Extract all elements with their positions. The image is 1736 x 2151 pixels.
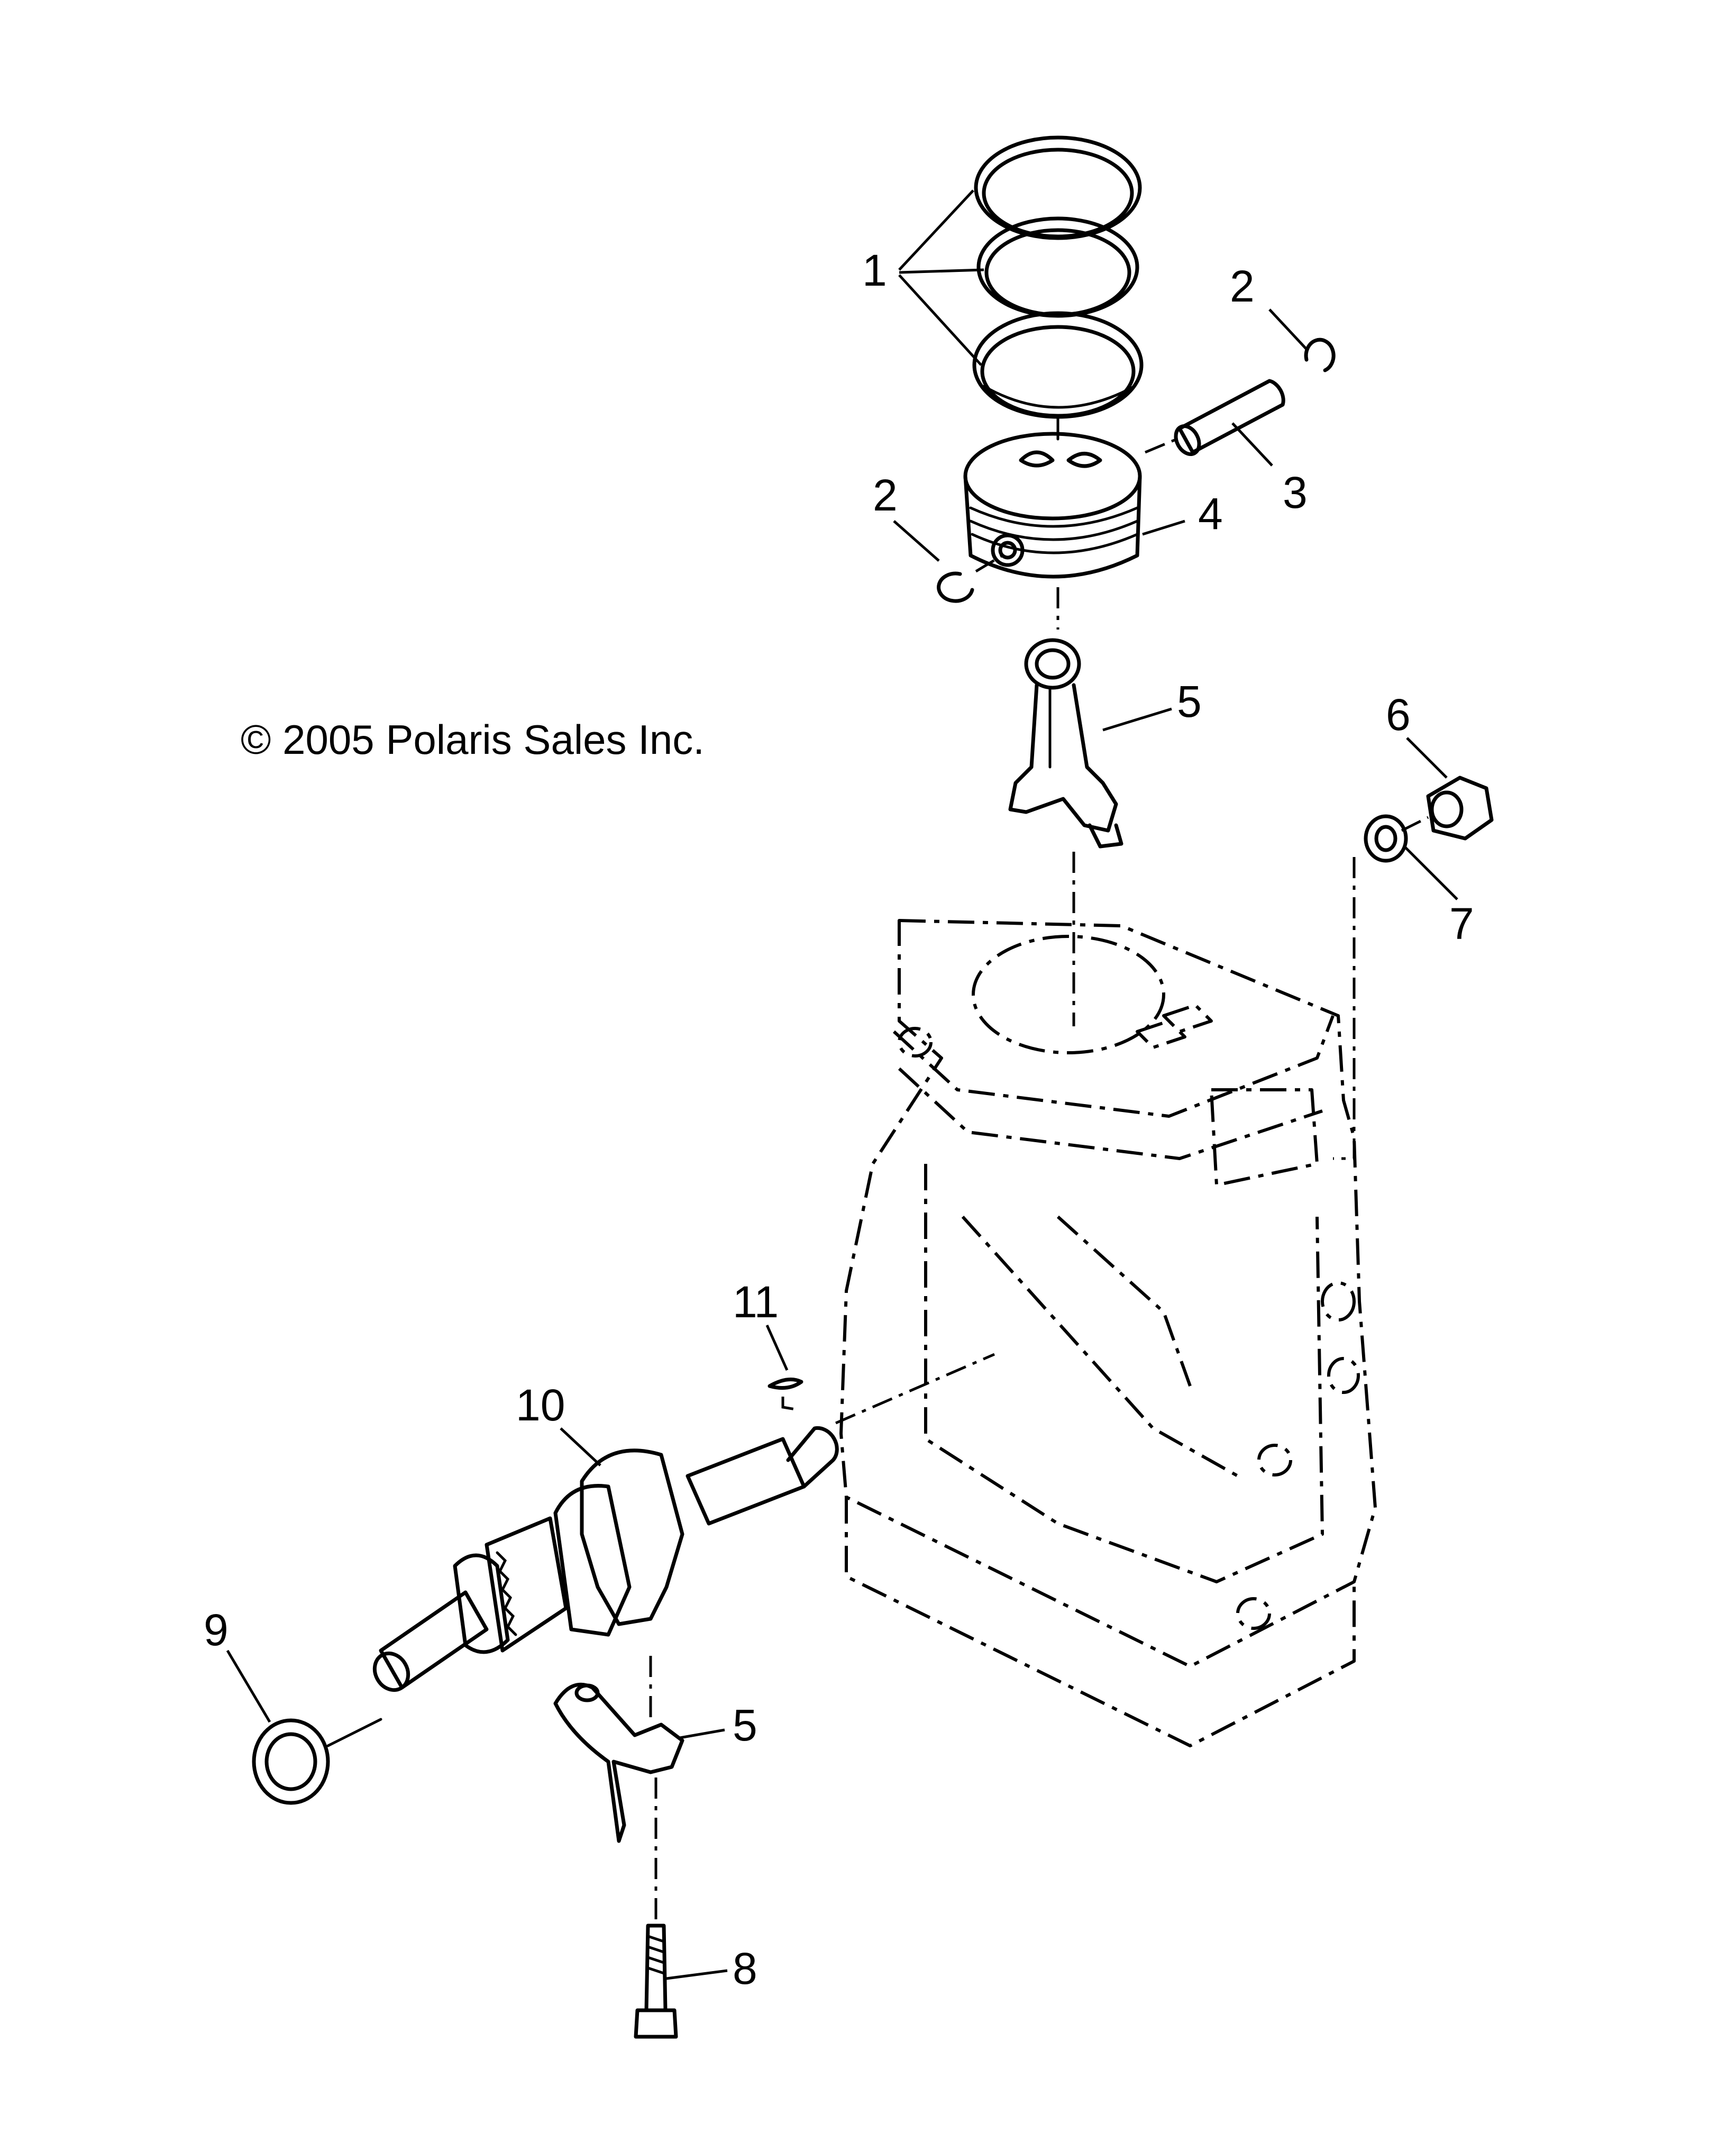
- oil-seal: [252, 1718, 330, 1805]
- callout-11: 11: [733, 1277, 779, 1327]
- callout-8: 8: [733, 1944, 757, 1993]
- connecting-rod-cap: [553, 1682, 684, 1843]
- piston-rings: [972, 135, 1144, 419]
- circlip-centerline: [975, 554, 1003, 573]
- callout-1: 1: [862, 245, 887, 295]
- callout-5-rod: 5: [1177, 677, 1202, 726]
- seal-centerline: [326, 1718, 382, 1747]
- callout-6: 6: [1386, 690, 1411, 740]
- piston: [963, 432, 1142, 579]
- pin-centerline: [1145, 438, 1177, 454]
- callout-10: 10: [516, 1380, 565, 1430]
- crankcase-phantom: [839, 919, 1377, 1747]
- callout-5-cap: 5: [733, 1700, 757, 1750]
- circlip-upper: [1304, 338, 1336, 372]
- nut: [1426, 776, 1494, 841]
- cap-bolt: [634, 1924, 678, 2039]
- crank-bore-centerline: [835, 1353, 995, 1425]
- crankshaft: [372, 1426, 839, 1692]
- woodruff-key: [768, 1378, 803, 1390]
- circlip-lower: [937, 571, 974, 603]
- stud-centerline: [1333, 857, 1356, 1160]
- callout-4: 4: [1198, 489, 1223, 539]
- leader-lines: [226, 189, 1458, 1980]
- piston-pin: [1174, 379, 1285, 456]
- connecting-rod: [1008, 638, 1123, 849]
- key-centerline: [781, 1397, 799, 1411]
- callout-7: 7: [1449, 899, 1474, 949]
- washer: [1364, 814, 1408, 863]
- callout-3: 3: [1283, 468, 1308, 517]
- callout-2-lower: 2: [873, 470, 898, 520]
- copyright-text: © 2005 Polaris Sales Inc.: [241, 716, 705, 763]
- nut-centerline: [1401, 816, 1429, 832]
- callout-2-upper: 2: [1230, 261, 1255, 311]
- callout-9: 9: [204, 1605, 229, 1655]
